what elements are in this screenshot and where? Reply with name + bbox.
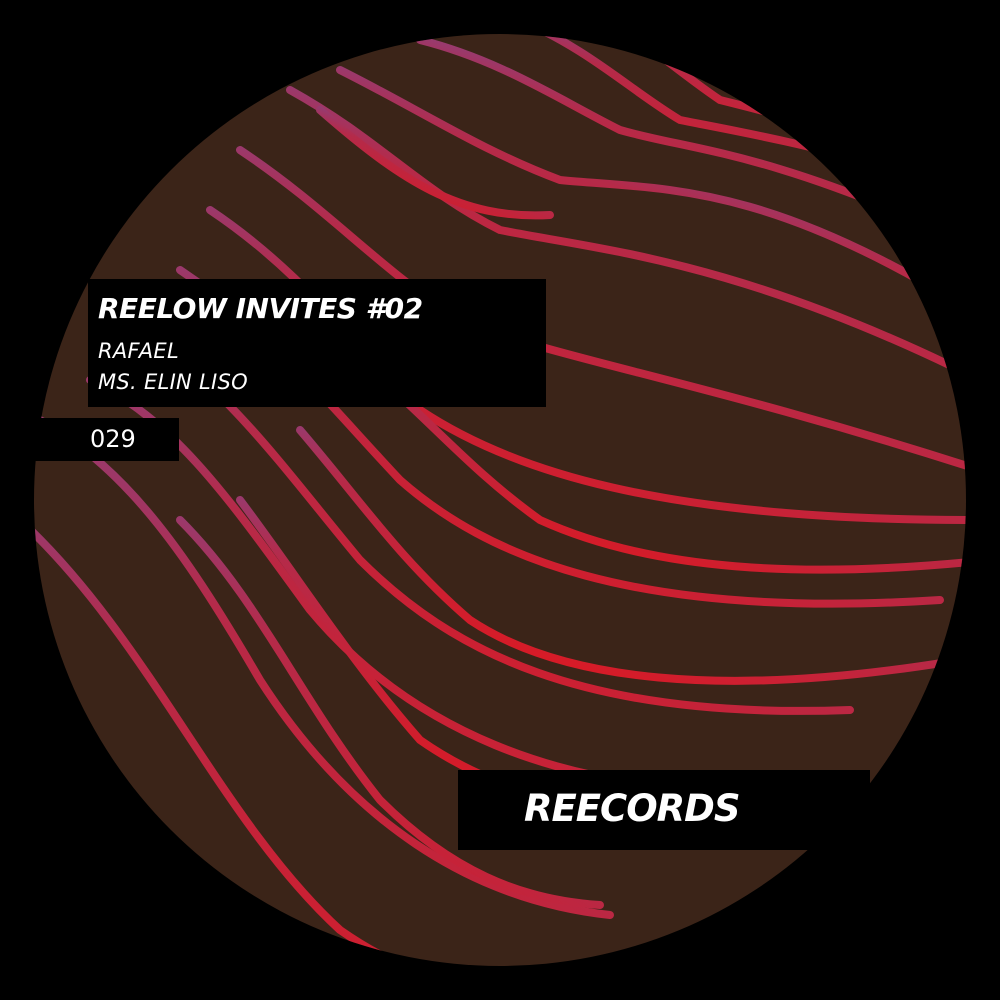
wave-line xyxy=(176,516,604,909)
catalog-panel: 029 xyxy=(35,418,179,461)
label-panel: REECORDS xyxy=(458,770,870,850)
catalog-number: 029 xyxy=(90,425,136,453)
wave-line xyxy=(316,106,554,220)
label-name: REECORDS xyxy=(524,787,740,830)
wave-line xyxy=(356,356,966,574)
wave-line xyxy=(286,86,966,384)
artist-name: RAFAEL xyxy=(98,339,179,363)
artist-name: MS. ELIN LISO xyxy=(98,370,248,394)
title-panel: REELOW INVITES #02 RAFAEL MS. ELIN LISO xyxy=(88,279,546,407)
release-title: REELOW INVITES #02 xyxy=(98,292,423,325)
wave-line xyxy=(36,416,614,919)
wave-line xyxy=(416,36,944,234)
wave-line xyxy=(296,426,964,685)
wave-line xyxy=(336,66,966,314)
record-disc xyxy=(34,34,966,966)
wave-line xyxy=(34,516,644,966)
